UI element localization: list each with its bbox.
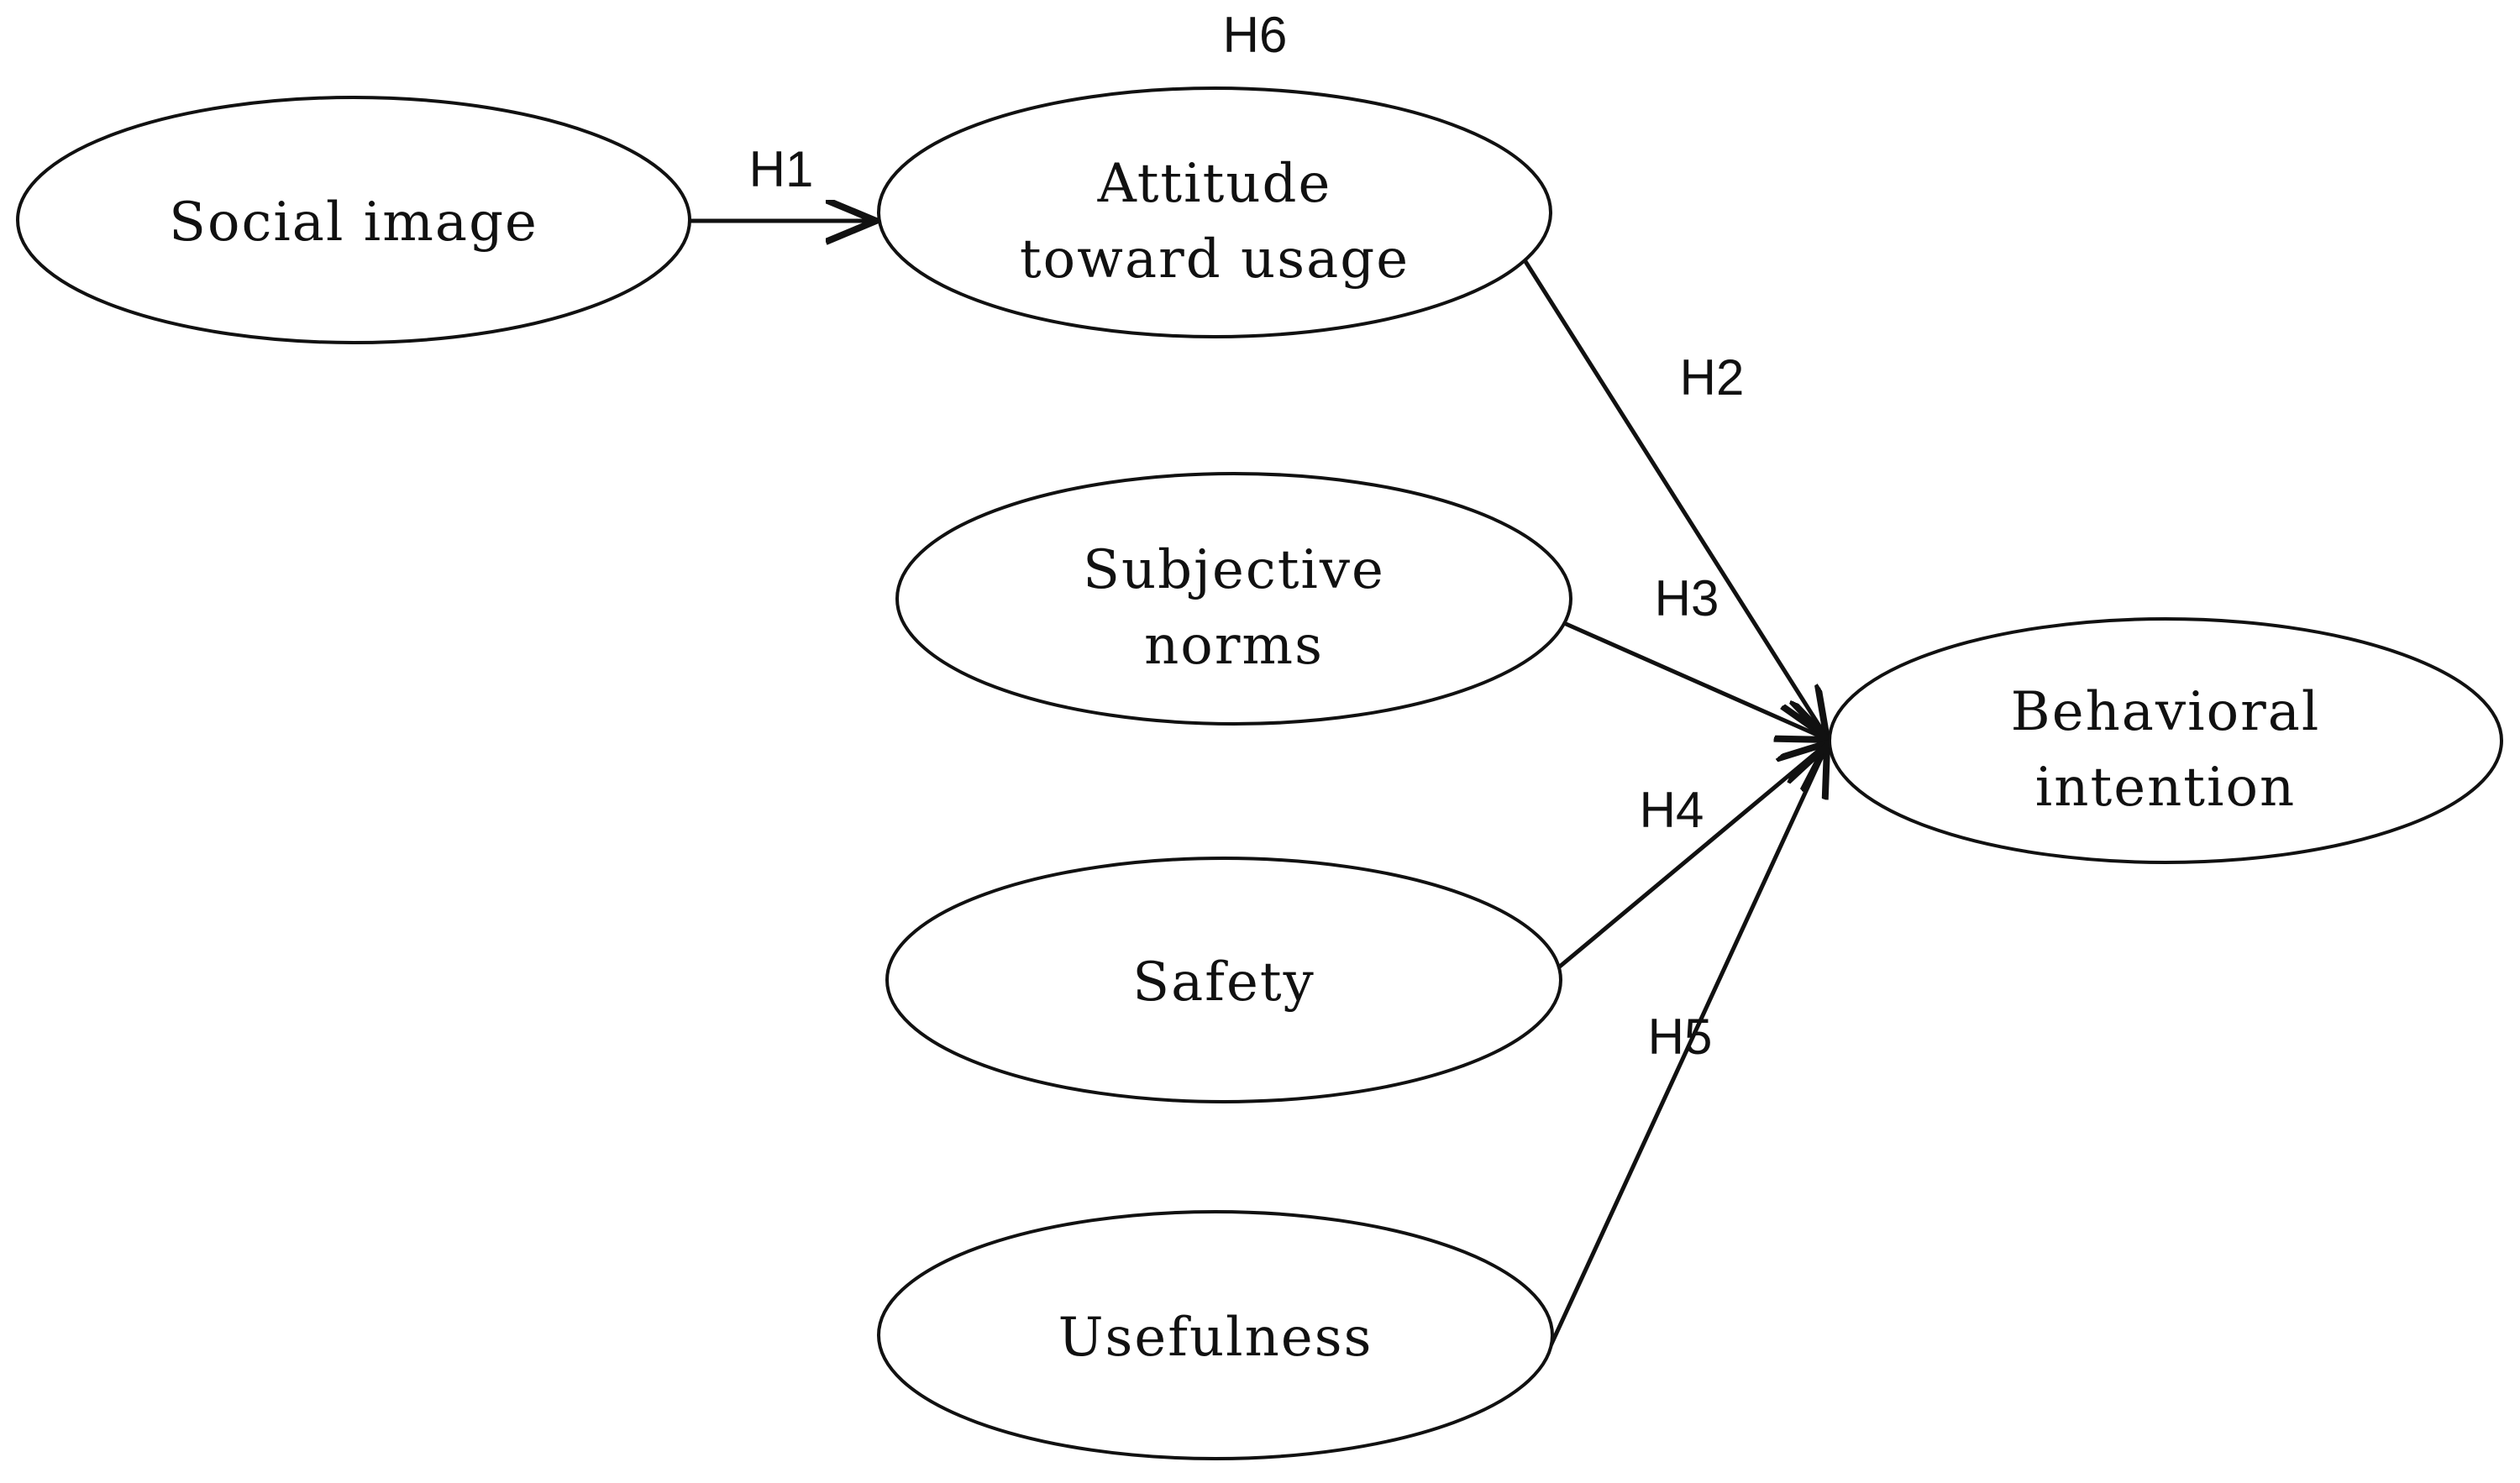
edge-h6-label: H6 xyxy=(1223,7,1288,63)
node-social-image[interactable]: Social image xyxy=(16,96,691,344)
edge-h5-label: H5 xyxy=(1648,1009,1713,1065)
node-subjective-norms-label-line2: norms xyxy=(1144,615,1324,677)
node-subjective-norms-label-line1: Subjective xyxy=(1083,539,1385,601)
node-safety-label: Safety xyxy=(1132,951,1315,1014)
edge-h4-label: H4 xyxy=(1640,782,1704,838)
node-safety[interactable]: Safety xyxy=(885,857,1562,1103)
edge-h6[interactable]: H6 xyxy=(1223,7,1288,63)
node-subjective-norms[interactable]: Subjective norms xyxy=(895,472,1572,726)
node-behavioral-intention[interactable]: Behavioral intention xyxy=(1828,617,2503,864)
edge-h2-label: H2 xyxy=(1680,349,1745,406)
node-attitude-toward-usage-label-line2: toward usage xyxy=(1020,228,1410,291)
node-behavioral-intention-label-line2: intention xyxy=(2035,757,2296,819)
edge-h2-line xyxy=(1520,254,1824,734)
node-subjective-norms-ellipse xyxy=(895,472,1572,726)
edge-h4[interactable]: H4 xyxy=(1554,746,1824,972)
edge-h2[interactable]: H2 xyxy=(1520,254,1824,734)
node-social-image-ellipse xyxy=(16,96,691,344)
edge-h3-label: H3 xyxy=(1655,570,1719,626)
edge-h3[interactable]: H3 xyxy=(1562,570,1824,738)
edge-h3-line xyxy=(1562,621,1824,738)
edge-h1-label: H1 xyxy=(749,141,814,197)
node-behavioral-intention-ellipse xyxy=(1828,617,2503,864)
edge-h1[interactable]: H1 xyxy=(690,141,872,221)
edge-h5-line xyxy=(1541,749,1825,1362)
edge-h5[interactable]: H5 xyxy=(1541,749,1825,1362)
node-usefulness-ellipse xyxy=(877,1210,1554,1460)
node-social-image-label: Social image xyxy=(169,191,538,254)
node-attitude-toward-usage[interactable]: Attitude toward usage xyxy=(877,86,1552,338)
node-safety-ellipse xyxy=(885,857,1562,1103)
node-attitude-toward-usage-label-line1: Attitude xyxy=(1097,153,1332,215)
node-behavioral-intention-label-line1: Behavioral xyxy=(2011,681,2321,743)
edge-h4-line xyxy=(1554,746,1824,972)
node-usefulness[interactable]: Usefulness xyxy=(877,1210,1554,1460)
node-usefulness-label: Usefulness xyxy=(1058,1307,1373,1369)
node-attitude-toward-usage-ellipse xyxy=(877,86,1552,338)
